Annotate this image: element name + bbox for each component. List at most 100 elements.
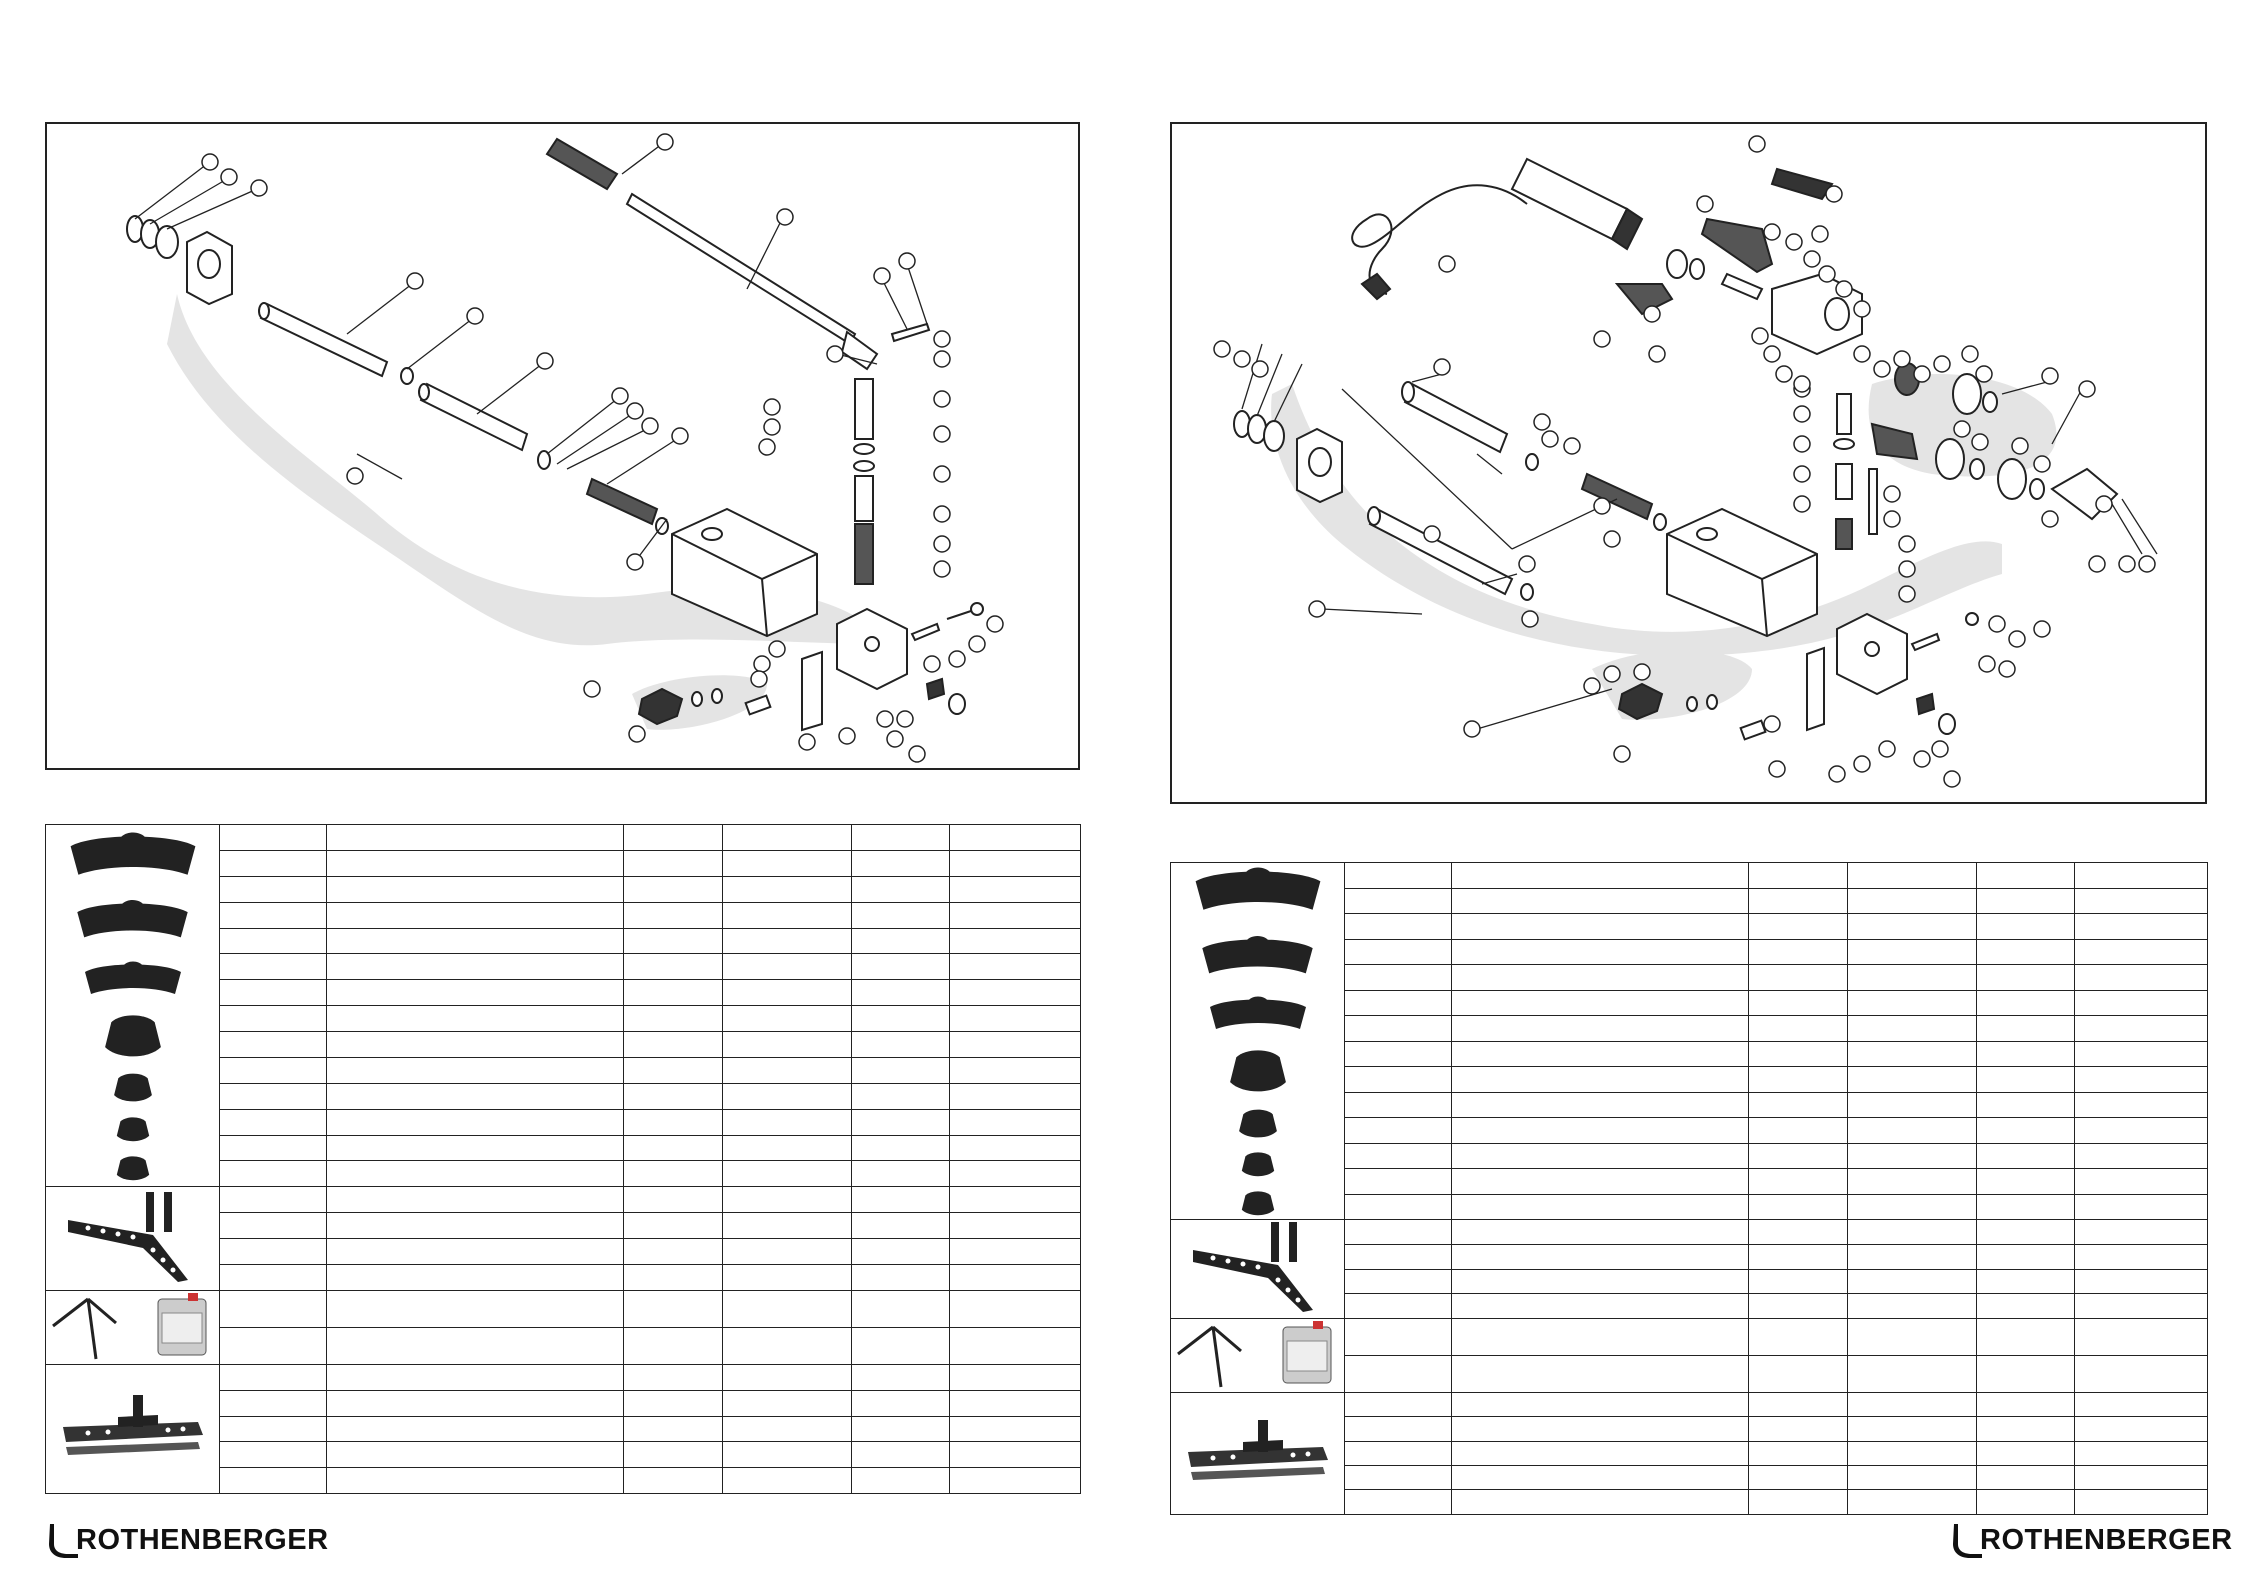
table-row [46,1005,1081,1032]
table-cell [1451,964,1749,991]
callout-bubbles [201,133,1004,763]
roller-support-icon [62,1395,203,1456]
table-cell [326,1389,624,1417]
table-cell [1976,1091,2075,1118]
table-cell [1748,1489,1848,1515]
stand-and-oil-image-cell [1170,1318,1345,1394]
table-cell [949,1108,1081,1136]
table-cell [1344,1091,1452,1118]
table-cell [1344,1489,1452,1515]
table-row [46,1326,1081,1365]
table-cell [851,1389,950,1417]
table-cell [851,1056,950,1084]
table-cell [1451,989,1749,1016]
table-cell [623,1108,723,1136]
table-cell [219,979,327,1007]
table-row [46,1212,1081,1239]
table-cell [1847,913,1977,940]
table-cell [219,1389,327,1417]
table-cell [2074,1489,2208,1515]
table-row [46,1238,1081,1265]
table-cell [2074,913,2208,940]
table-cell [2074,1219,2208,1245]
table-row [1171,1489,2208,1515]
table-cell [2074,1416,2208,1442]
table-cell [1344,1168,1452,1195]
table-cell [326,1263,624,1291]
table-cell [722,1160,852,1188]
table-cell [851,1363,950,1391]
table-cell [1748,887,1848,914]
roller-support-image-cell [45,1363,220,1495]
table-cell [722,1005,852,1032]
table-cell [722,1467,852,1495]
table-cell [1451,1268,1749,1295]
table-row [1171,1440,2208,1467]
table-cell [1451,1355,1749,1394]
table-cell [949,1134,1081,1162]
table-cell [623,927,723,955]
table-cell [1847,1489,1977,1515]
table-cell [623,1056,723,1084]
table-cell [2074,1142,2208,1169]
bending-former-icon [77,900,188,938]
table-cell [1344,1015,1452,1042]
table-cell [1847,1355,1977,1394]
table-cell [949,1212,1081,1239]
table-cell [326,953,624,981]
bending-former-icon [1238,1109,1277,1138]
table-cell [1451,1318,1749,1357]
table-cell [722,1441,852,1469]
table-cell [949,875,1081,903]
table-cell [1748,1142,1848,1169]
table-cell [219,1289,327,1328]
table-cell [851,1134,950,1162]
table-cell [326,927,624,955]
table-cell [2074,1066,2208,1093]
table-cell [1976,862,2075,889]
table-cell [1748,1268,1848,1295]
table-cell [2074,1117,2208,1144]
counter-support-image-cell [45,1186,220,1291]
stand-and-oil-image-cell [45,1289,220,1365]
table-cell [1847,989,1977,1016]
table-row [46,1160,1081,1188]
table-cell [949,1389,1081,1417]
table-cell [1451,1168,1749,1195]
knob-shadow [1592,650,1752,720]
bending-former-icon [1229,1050,1286,1092]
table-cell [1451,1066,1749,1093]
table-cell [219,1212,327,1239]
table-cell [1847,1168,1977,1195]
table-cell [851,1082,950,1110]
table-cell [219,1441,327,1469]
table-cell [722,1263,852,1291]
table-cell [219,1263,327,1291]
table-cell [1748,1015,1848,1042]
table-cell [326,1056,624,1084]
table-cell [851,1160,950,1188]
table-cell [219,824,327,851]
tripod-oil-canister-icon [51,1292,206,1359]
rothenberger-hook-icon [49,1524,78,1558]
table-cell [722,1363,852,1391]
bending-former-icon [70,832,195,875]
table-cell [2074,1168,2208,1195]
table-cell [2074,1040,2208,1067]
table-cell [1976,1416,2075,1442]
ground-shadow [1271,384,2002,656]
table-cell [1847,1015,1977,1042]
table-cell [1748,964,1848,991]
table-cell [1451,887,1749,914]
table-cell [722,1238,852,1265]
table-cell [2074,938,2208,965]
table-cell [326,1160,624,1188]
brand-name: ROTHENBERGER [76,1523,329,1556]
table-cell [326,849,624,877]
table-cell [1748,1318,1848,1357]
table-cell [1847,1091,1977,1118]
table-cell [1976,989,2075,1016]
table-cell [949,1186,1081,1214]
table-cell [1976,913,2075,940]
table-row [1171,1193,2208,1221]
